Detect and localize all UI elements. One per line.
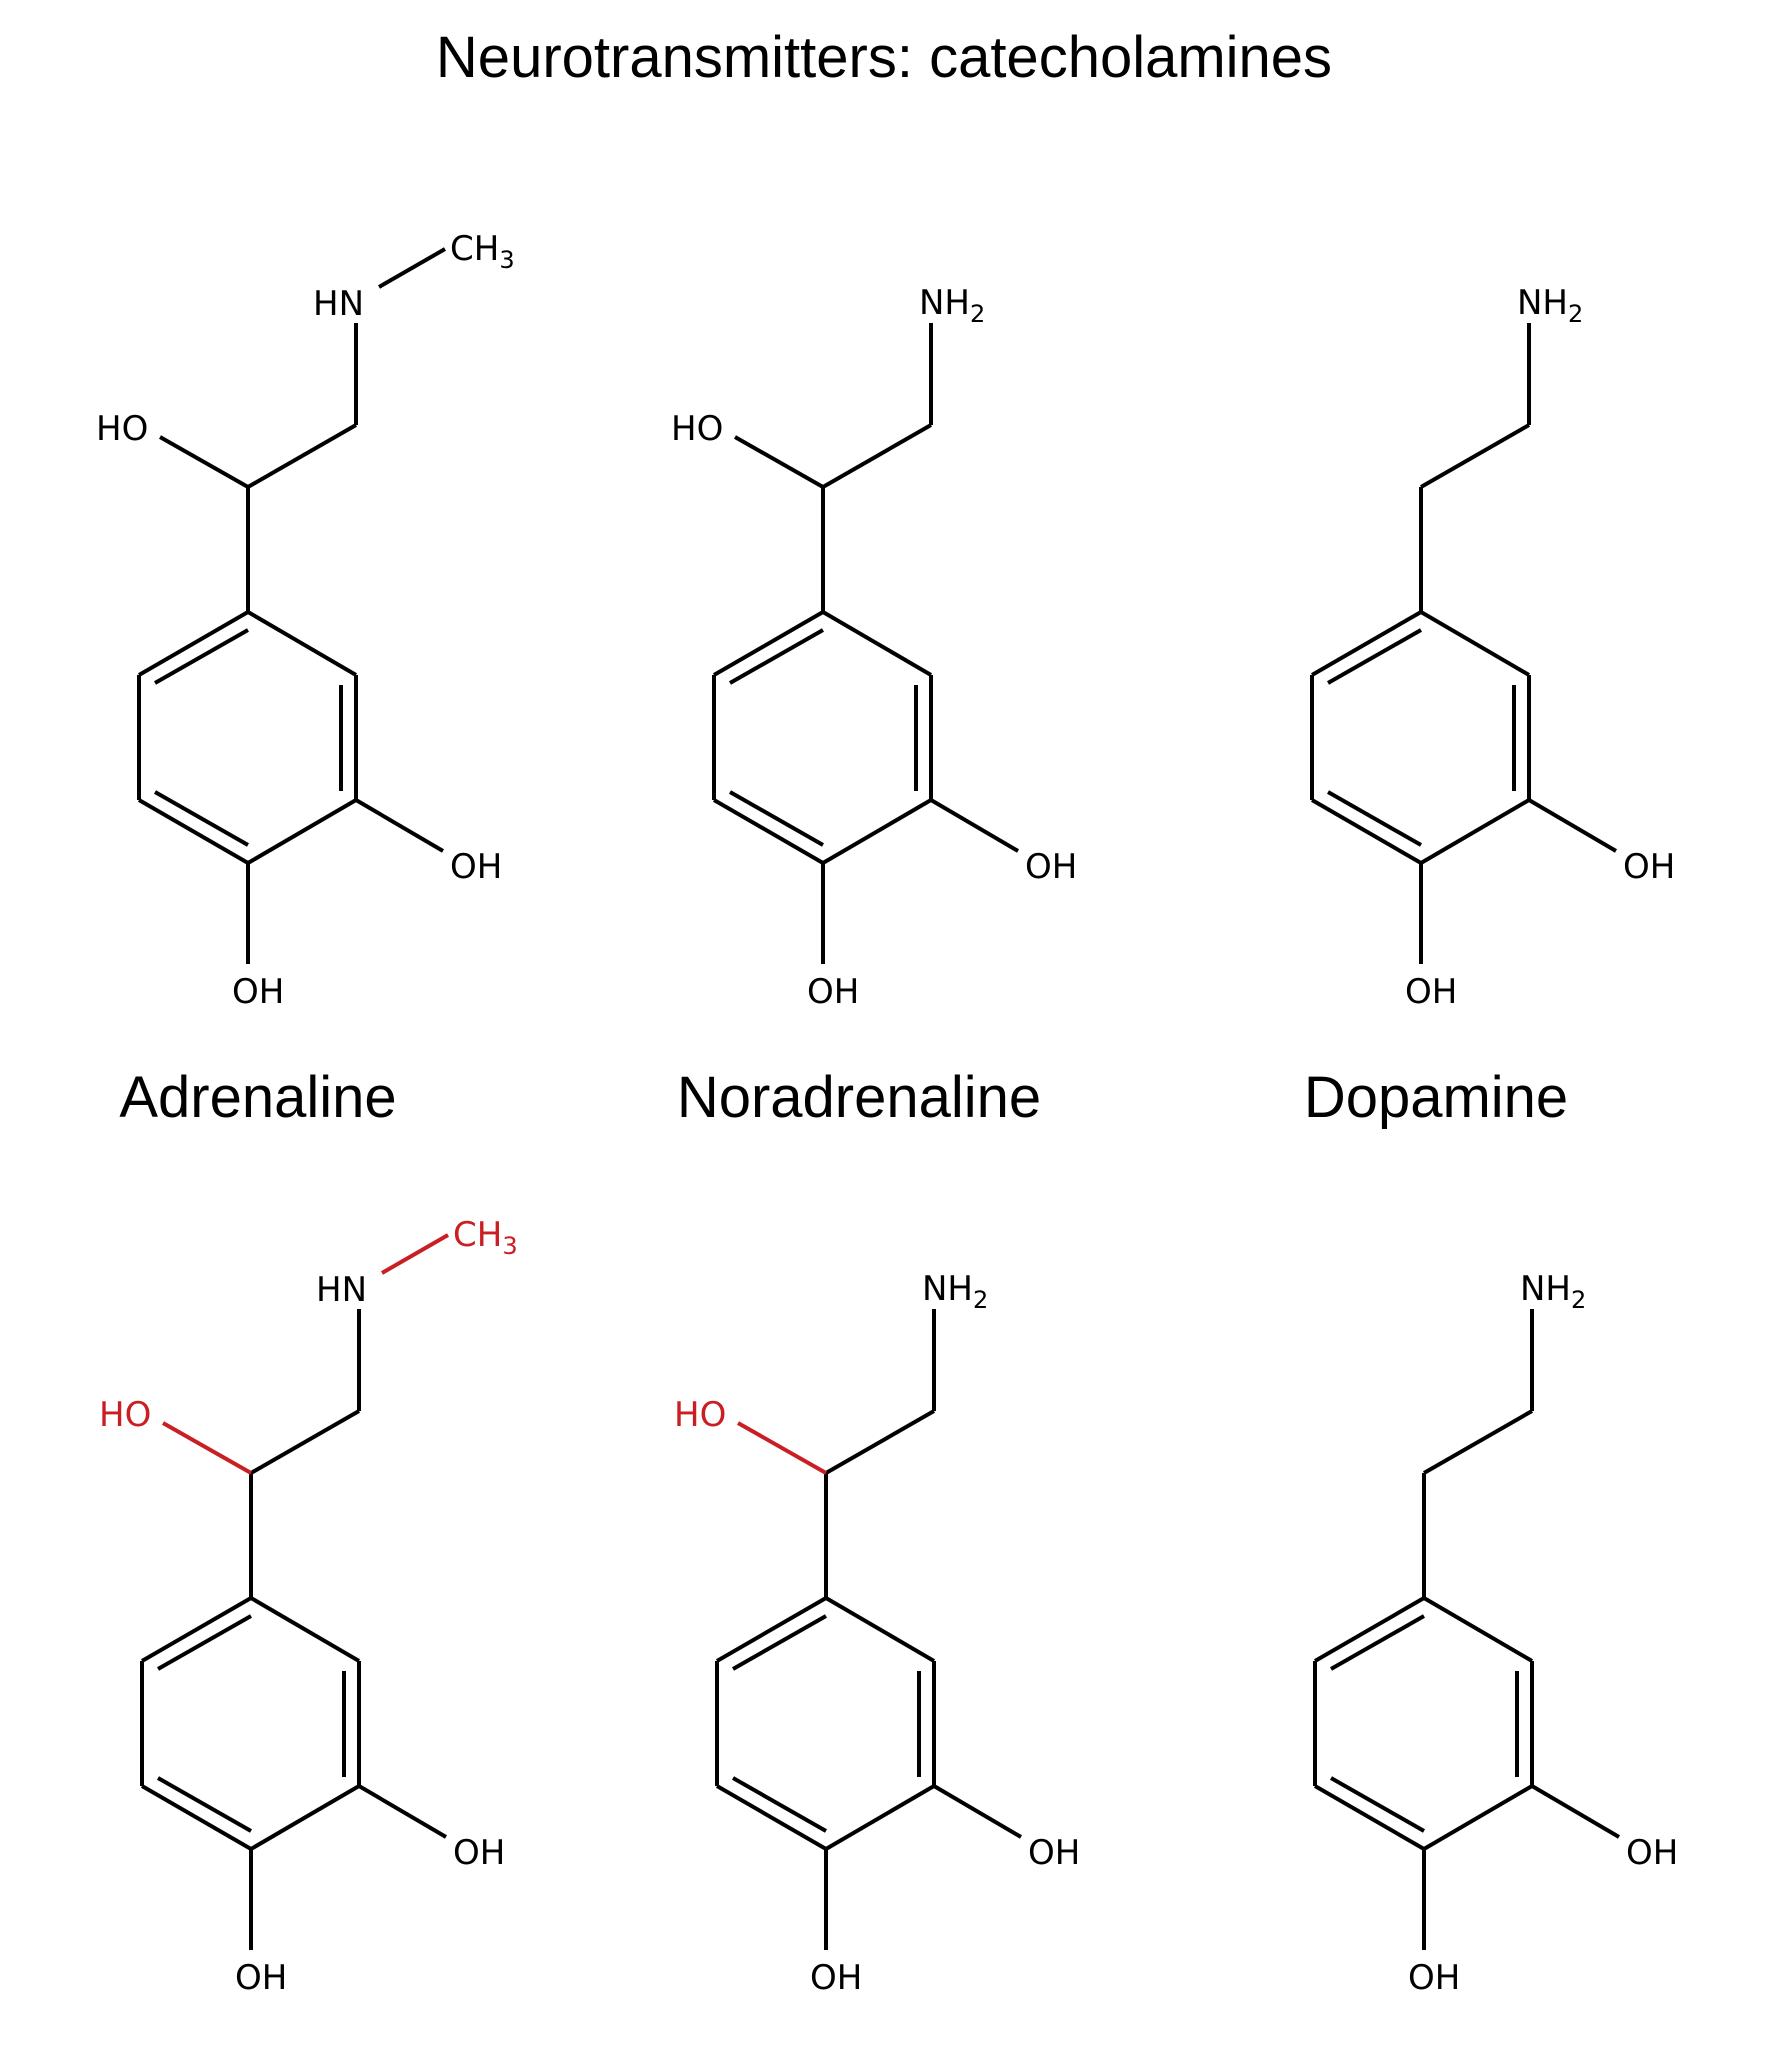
chain-bond xyxy=(822,423,932,489)
oh-label-para: OH xyxy=(1408,1958,1460,1998)
molecule-dopamine-row1: OH OH NH2 xyxy=(1310,283,1675,1012)
oh-label-meta: OH xyxy=(1025,847,1077,887)
ring-bond xyxy=(137,798,250,865)
ring-bond xyxy=(821,610,933,677)
hydroxyl-bond xyxy=(162,1421,252,1475)
hydroxyl-label: HO xyxy=(96,409,148,449)
diagram-title: Neurotransmitters: catecholamines xyxy=(436,25,1332,90)
chain-bond xyxy=(1420,423,1530,489)
hydroxyl-bond xyxy=(734,435,824,489)
ring-bond xyxy=(1313,1784,1426,1851)
amine-label: HN xyxy=(316,1270,367,1310)
ring-bond xyxy=(1310,798,1423,865)
ring-bond xyxy=(712,798,825,865)
ring-bond xyxy=(246,798,358,865)
ring-bond xyxy=(1313,1596,1426,1663)
amine-label: NH2 xyxy=(922,1269,988,1314)
oh-bond xyxy=(932,1784,1023,1839)
ring-bond xyxy=(715,1784,828,1851)
ring-bond xyxy=(140,1784,253,1851)
ring-bond xyxy=(1422,1596,1534,1663)
oh-label-meta: OH xyxy=(1626,1833,1678,1873)
oh-bond xyxy=(1530,1784,1621,1839)
label-dopamine: Dopamine xyxy=(1304,1065,1568,1130)
hydroxyl-bond xyxy=(737,1421,827,1475)
ring-bond xyxy=(140,1596,253,1663)
ring-bond xyxy=(1422,1784,1534,1851)
chain-bond xyxy=(1423,1409,1533,1475)
hydroxyl-label: HO xyxy=(99,1395,151,1435)
oh-bond xyxy=(929,798,1020,853)
oh-label-para: OH xyxy=(807,972,859,1012)
methyl-label: CH3 xyxy=(450,229,515,274)
ring-double-bond xyxy=(154,628,249,685)
label-adrenaline: Adrenaline xyxy=(119,1065,396,1130)
oh-label-meta: OH xyxy=(450,847,502,887)
ring-bond xyxy=(1419,610,1531,677)
ring-bond xyxy=(715,1596,828,1663)
amine-label: NH2 xyxy=(1520,1269,1586,1314)
ring-bond xyxy=(1419,798,1531,865)
ring-double-bond xyxy=(1327,628,1422,685)
ring-double-bond xyxy=(1330,1614,1425,1671)
oh-label-meta: OH xyxy=(1028,1833,1080,1873)
ring-double-bond xyxy=(157,1614,252,1671)
molecule-dopamine-row2: OH OH NH2 xyxy=(1313,1269,1678,1998)
oh-label-para: OH xyxy=(235,1958,287,1998)
oh-label-para: OH xyxy=(232,972,284,1012)
ring-bond xyxy=(821,798,933,865)
ring-bond xyxy=(824,1596,936,1663)
ring-double-bond xyxy=(1330,1776,1425,1833)
chain-bond xyxy=(825,1409,935,1475)
oh-label-para: OH xyxy=(810,1958,862,1998)
methyl-label: CH3 xyxy=(453,1215,518,1260)
amine-label: NH2 xyxy=(919,283,985,328)
ring-double-bond xyxy=(732,1776,827,1833)
chain-bond xyxy=(247,423,357,489)
oh-bond xyxy=(1527,798,1618,853)
chain-bond xyxy=(250,1409,360,1475)
amine-label: NH2 xyxy=(1517,283,1583,328)
ring-bond xyxy=(249,1596,361,1663)
oh-bond xyxy=(357,1784,448,1839)
oh-label-meta: OH xyxy=(1623,847,1675,887)
ring-double-bond xyxy=(732,1614,827,1671)
methyl-bond xyxy=(378,247,446,289)
ring-bond xyxy=(824,1784,936,1851)
ring-double-bond xyxy=(729,790,824,847)
ring-bond xyxy=(1310,610,1423,677)
oh-label-meta: OH xyxy=(453,1833,505,1873)
ring-double-bond xyxy=(1327,790,1422,847)
hydroxyl-label: HO xyxy=(674,1395,726,1435)
label-noradrenaline: Noradrenaline xyxy=(677,1065,1041,1130)
hydroxyl-bond xyxy=(159,435,249,489)
ring-double-bond xyxy=(154,790,249,847)
amine-label: HN xyxy=(313,284,364,324)
oh-label-para: OH xyxy=(1405,972,1457,1012)
ring-bond xyxy=(137,610,250,677)
oh-bond xyxy=(354,798,445,853)
ring-bond xyxy=(712,610,825,677)
ring-bond xyxy=(246,610,358,677)
ring-bond xyxy=(249,1784,361,1851)
methyl-bond xyxy=(381,1233,449,1275)
ring-double-bond xyxy=(729,628,824,685)
ring-double-bond xyxy=(157,1776,252,1833)
hydroxyl-label: HO xyxy=(671,409,723,449)
